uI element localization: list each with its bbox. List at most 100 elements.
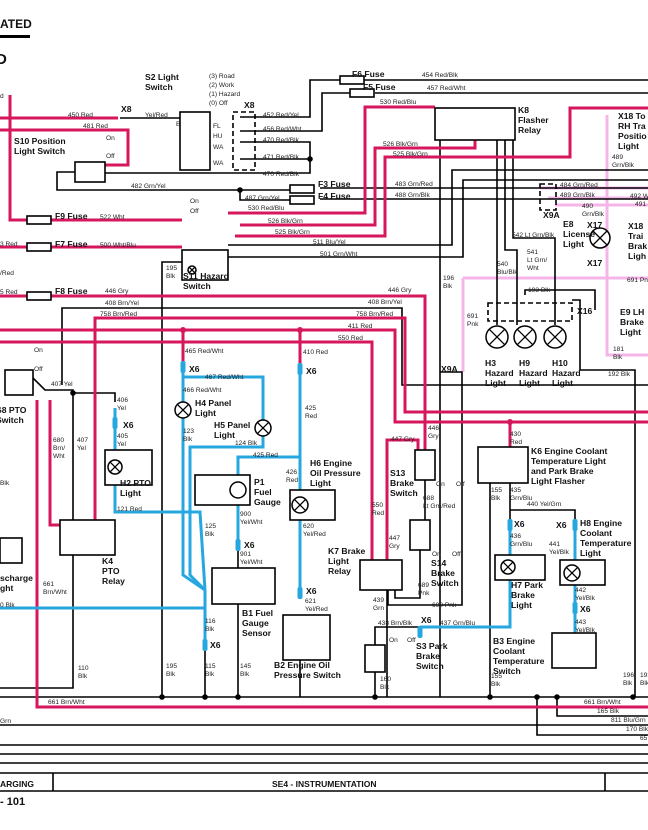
- junction-dot: [180, 327, 186, 333]
- wire-label: 526 Blk/Grn: [383, 141, 418, 148]
- lamp-icon: [563, 564, 581, 582]
- x6-connector-pin: [417, 626, 423, 638]
- fuse-f6-icon: [339, 75, 365, 85]
- fuse-f8-icon: [26, 291, 52, 301]
- lamp-icon: [513, 325, 537, 349]
- wire-label: Yel/Red: [145, 112, 168, 119]
- discharge-light-body: [0, 537, 23, 564]
- red-wire: [235, 106, 648, 238]
- wire-label: 437 Grn/Blu: [440, 620, 476, 627]
- red-wire: [385, 438, 420, 562]
- wire-label: 690 Pnk: [432, 602, 457, 609]
- header-subtitle: D: [0, 51, 7, 68]
- wire-label: 410 Red: [303, 349, 328, 356]
- wire-label: 471 Red/Blk: [263, 154, 300, 161]
- junction-dot: [202, 694, 208, 700]
- wire-label: 500 Wht/Blu: [100, 242, 136, 249]
- black-wire: [394, 550, 421, 599]
- black-wire: [512, 135, 556, 325]
- lamp-icon: [485, 325, 509, 349]
- wire-label: Blk: [0, 480, 10, 487]
- black-wire: [510, 509, 576, 520]
- wire-label: 482 Grn/Yel: [131, 183, 166, 190]
- wire-label: 0 Blk: [0, 602, 15, 609]
- switch-position-label: On: [389, 637, 398, 644]
- connector-label: X6: [514, 519, 525, 529]
- wire-label: 492 W: [630, 193, 648, 200]
- wire-label: 452 Red/Yel: [263, 112, 299, 119]
- wire-label: 446 Gry: [388, 287, 412, 294]
- h7-light-body: [494, 554, 546, 581]
- lamp-icon: [589, 227, 611, 249]
- s14-switch-body: [409, 519, 431, 551]
- junction-dot: [307, 156, 313, 162]
- wire-label: 450 Red: [68, 112, 93, 119]
- wire-label: 408 Brn/Yel: [368, 299, 402, 306]
- black-wire: [556, 697, 648, 717]
- b1-sensor-body: [211, 567, 276, 605]
- k6-flasher-body: [477, 446, 529, 484]
- junction-dot: [372, 694, 378, 700]
- connector-label: X9A: [543, 210, 560, 220]
- fuse-f3-icon: [289, 184, 315, 194]
- connector-label: X17: [587, 258, 603, 268]
- connector-label: X16: [577, 306, 593, 316]
- red-wire: [0, 128, 130, 167]
- x9a-connector-housing: [539, 183, 557, 211]
- fuse-f5-icon: [349, 88, 375, 98]
- switch-position-label: Off: [407, 637, 416, 644]
- wire-label: 170 Blk: [626, 726, 648, 733]
- wire-label: 466 Red/Wht: [183, 387, 222, 394]
- k8-relay-body: [434, 107, 516, 141]
- pink-wire: [605, 278, 648, 357]
- s3-switch-body: [364, 644, 386, 673]
- x6-connector-pin: [297, 587, 303, 599]
- switch-position-label: WA: [213, 144, 224, 151]
- wire-label: 661 Brn/Wht: [584, 699, 621, 706]
- x6-connector-pin: [180, 361, 186, 373]
- wire-label: 438 Brn/Blk: [378, 620, 413, 627]
- header-title: ATED: [0, 17, 32, 31]
- connector-label: X6: [210, 640, 221, 650]
- wire-label: 758 Brn/Red: [356, 311, 393, 318]
- wire-label: 3 Red: [0, 241, 18, 248]
- wire-label: 465 Red/Wht: [185, 348, 224, 355]
- header-underline: [0, 35, 30, 38]
- fuse-f7-icon: [26, 242, 52, 252]
- red-wire: [48, 400, 60, 527]
- wire-label: 758 Brn/Red: [100, 311, 137, 318]
- x6-connector-pin: [235, 539, 241, 551]
- black-wire: [161, 261, 182, 697]
- b2-switch-body: [282, 614, 331, 661]
- footer-section-title: SE4 - INSTRUMENTATION: [272, 779, 377, 789]
- black-wire: [524, 289, 596, 310]
- switch-position-label: (1) Hazard: [209, 91, 240, 98]
- wire-label: 467 Red/Wht: [205, 374, 244, 381]
- blue-wire: [113, 485, 207, 591]
- red-wire: [240, 140, 477, 227]
- blue-wire: [420, 578, 512, 629]
- switch-position-label: Off: [106, 153, 115, 160]
- connector-label: X8: [121, 104, 132, 114]
